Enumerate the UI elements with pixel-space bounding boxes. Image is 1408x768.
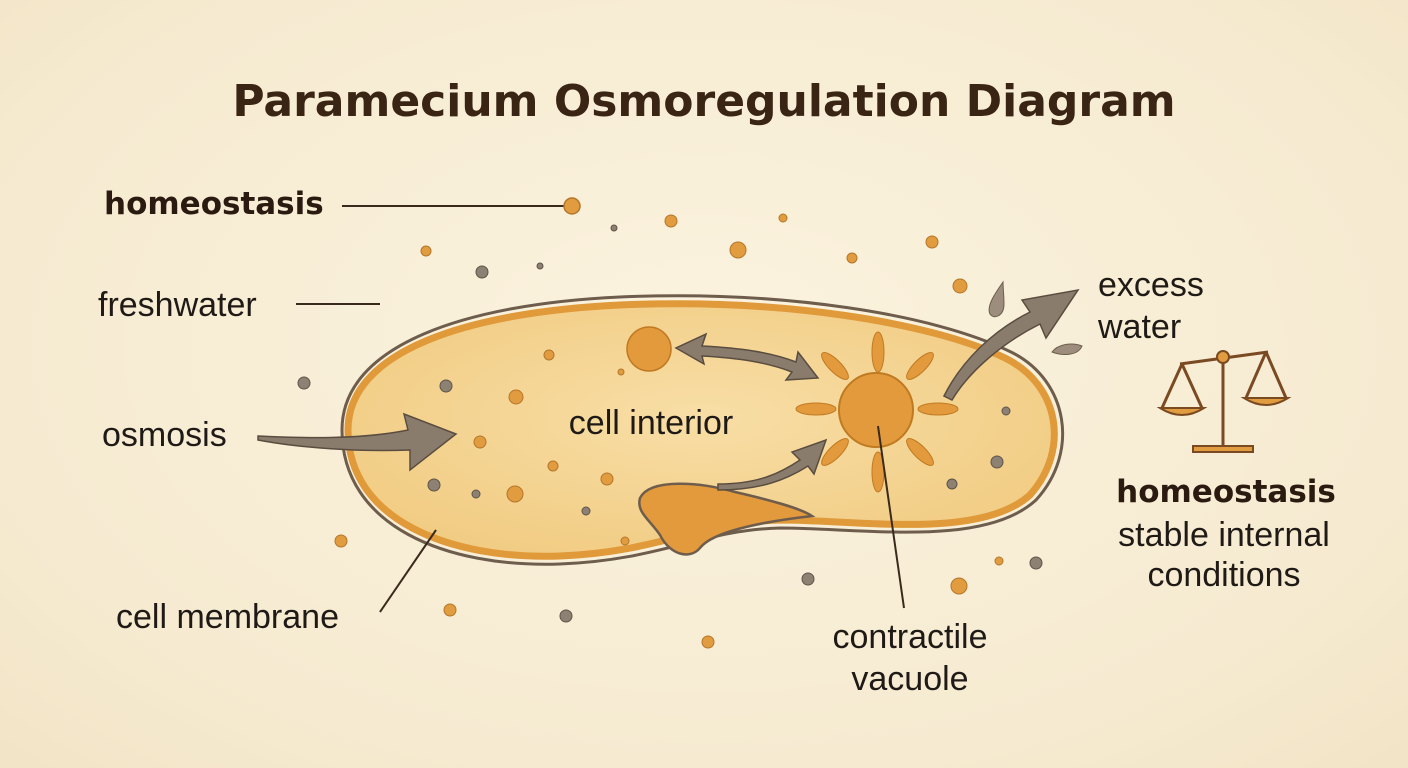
particle: [778, 213, 788, 223]
diagram-title: Paramecium Osmoregulation Diagram: [232, 76, 1175, 127]
particle: [1029, 556, 1043, 570]
inflow-arrow: [717, 438, 828, 491]
particle: [334, 534, 348, 548]
particle: [1001, 406, 1011, 416]
particle: [846, 252, 858, 264]
particle: [952, 278, 968, 294]
droplet: [988, 280, 1005, 318]
particle: [559, 609, 573, 623]
particle: [664, 214, 678, 228]
vacuole-leader: [877, 425, 905, 609]
particle: [950, 577, 968, 595]
arrows: [257, 288, 1080, 491]
particle: [925, 235, 939, 249]
oral-groove: [638, 482, 816, 556]
particle: [729, 241, 747, 259]
label-homeostasis-left: homeostasis: [104, 186, 324, 222]
particle: [439, 379, 453, 393]
balance-scale-icon: [1156, 350, 1292, 453]
particle: [990, 455, 1004, 469]
particle: [620, 536, 630, 546]
particle: [297, 376, 311, 390]
particle: [420, 245, 432, 257]
leader-lines: [296, 205, 905, 613]
label-osmosis: osmosis: [102, 416, 227, 454]
osmosis-arrow: [257, 412, 458, 472]
particle: [547, 460, 559, 472]
water-droplets: [988, 280, 1083, 355]
particle: [946, 478, 958, 490]
vacuole-core: [838, 372, 914, 448]
label-freshwater: freshwater: [98, 286, 257, 324]
label-cell-interior: cell interior: [569, 404, 733, 442]
particle: [473, 435, 487, 449]
membrane-leader: [379, 529, 437, 613]
particle: [581, 506, 591, 516]
contractile-vacuole: [795, 331, 959, 493]
particle: [617, 368, 625, 376]
particle: [471, 489, 481, 499]
particle: [994, 556, 1004, 566]
droplet: [1051, 343, 1083, 355]
particle: [508, 389, 524, 405]
cell-membrane-outline: [340, 294, 1065, 566]
label-stable-internal: stable internal: [1118, 516, 1330, 554]
label-conditions: conditions: [1147, 556, 1300, 594]
label-contractile: contractile: [833, 618, 988, 656]
radiating-canals: [795, 331, 959, 493]
label-excess: excess: [1098, 266, 1204, 304]
particle: [536, 262, 544, 270]
excess-water-arrow: [942, 288, 1080, 401]
homeostasis-marker: [563, 197, 581, 215]
label-cell-membrane: cell membrane: [116, 598, 339, 636]
particle: [427, 478, 441, 492]
label-homeostasis-right: homeostasis: [1116, 474, 1336, 510]
label-water: water: [1097, 308, 1181, 346]
particle: [610, 224, 618, 232]
particle: [506, 485, 524, 503]
particle: [801, 572, 815, 586]
particle: [475, 265, 489, 279]
particle: [701, 635, 715, 649]
particle: [543, 349, 555, 361]
particle: [443, 603, 457, 617]
particles: [297, 213, 1043, 649]
double-arrow: [674, 332, 820, 381]
interior-organelle: [626, 326, 672, 372]
particle: [600, 472, 614, 486]
label-vacuole: vacuole: [851, 660, 968, 698]
